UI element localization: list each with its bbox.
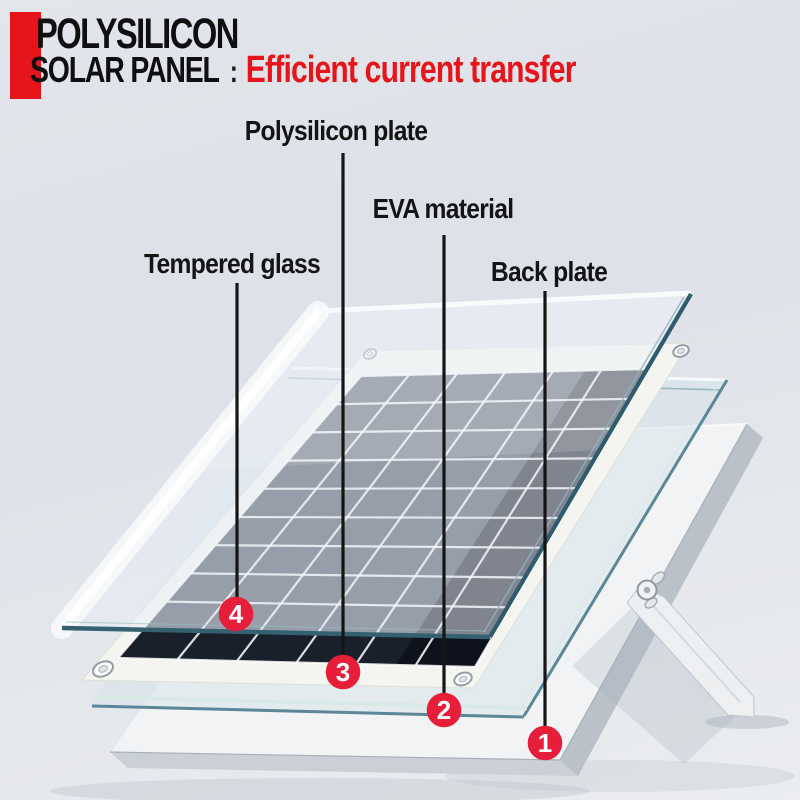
title-line2: SOLAR PANEL : Efficient current transfer	[30, 49, 577, 92]
badge-1-back-plate: 1	[527, 725, 563, 761]
label-tempered-glass: Tempered glass	[144, 248, 321, 279]
label-back-plate: Back plate	[490, 256, 608, 287]
eyelet-bottom-right	[453, 671, 473, 687]
badge-4-tempered-glass: 4	[218, 596, 254, 632]
badge-3-number: 3	[336, 657, 350, 687]
stand-shadow	[572, 604, 740, 764]
eyelet-bottom-left	[92, 660, 114, 678]
badge-2-number: 2	[437, 695, 451, 725]
title-line1: POLYSILICON	[36, 10, 239, 58]
badge-3-polysilicon-plate: 3	[325, 654, 361, 690]
red-accent-bar	[10, 12, 41, 99]
subtitle-red: Efficient current transfer	[245, 49, 577, 91]
badge-4-number: 4	[229, 599, 244, 629]
callout-badges: 4 3 2 1	[218, 596, 563, 761]
label-polysilicon-plate: Polysilicon plate	[244, 115, 428, 146]
title-separator: :	[229, 54, 238, 89]
panel-stand	[626, 571, 755, 718]
label-eva-material: EVA material	[372, 193, 515, 224]
stand-wing-nut	[636, 571, 665, 609]
badge-1-number: 1	[538, 728, 552, 758]
badge-2-eva-material: 2	[426, 692, 462, 728]
callout-lines	[235, 153, 547, 726]
stand-leg	[626, 585, 755, 718]
title-line2-black: SOLAR PANEL	[30, 49, 220, 90]
eyelet-top-right	[672, 344, 690, 358]
